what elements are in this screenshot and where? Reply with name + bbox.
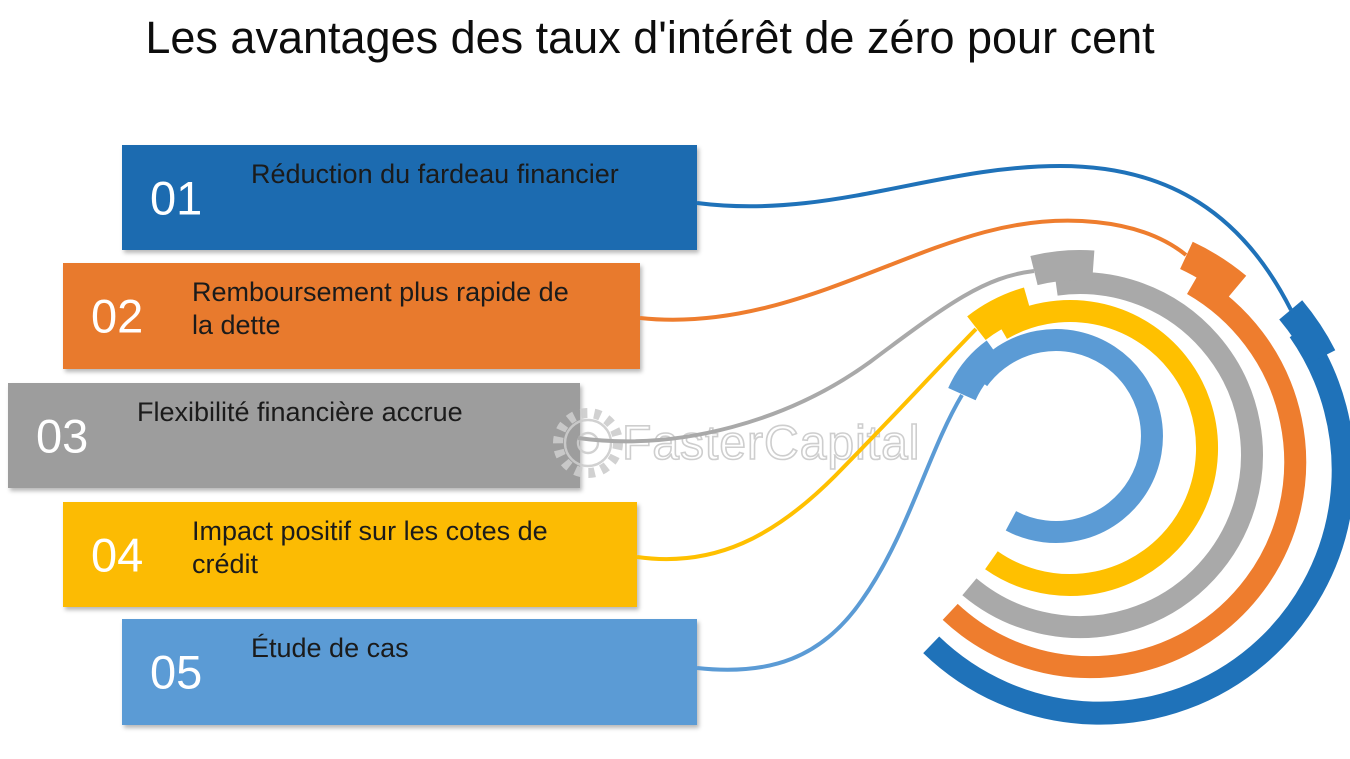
step-bar-01: 01 Réduction du fardeau financier xyxy=(122,145,697,250)
step-number-03: 03 xyxy=(36,409,89,462)
step-label-02: Remboursement plus rapide de la dette xyxy=(192,277,569,340)
connector-line-05 xyxy=(696,393,964,672)
step-label-05: Étude de cas xyxy=(251,633,409,663)
step-label-04: Impact positif sur les cotes de crédit xyxy=(192,516,548,579)
connector-line-04 xyxy=(636,327,978,562)
connector-line-02 xyxy=(639,218,1188,322)
ring-arc-04 xyxy=(985,300,1219,596)
step-bar-04: 04 Impact positif sur les cotes de crédi… xyxy=(63,502,637,607)
ring-arc-03 xyxy=(962,272,1263,639)
watermark-gear-icon xyxy=(553,408,623,478)
step-number-02: 02 xyxy=(91,289,144,343)
ring-cap-02 xyxy=(1179,241,1247,300)
ring-cap-03 xyxy=(1030,250,1095,286)
step-label-03: Flexibilité financière accrue xyxy=(137,397,463,427)
ring-arc-01 xyxy=(923,324,1350,725)
step-bar-02: 02 Remboursement plus rapide de la dette xyxy=(63,263,640,369)
step-bar-03: 03 Flexibilité financière accrue xyxy=(8,383,580,488)
step-bar-05: 05 Étude de cas xyxy=(122,619,697,725)
ring-cap-01 xyxy=(1279,300,1336,365)
connector-line-01 xyxy=(696,163,1293,311)
watermark-text: FasterCapital xyxy=(622,417,920,470)
watermark: FasterCapital xyxy=(553,408,920,478)
step-number-01: 01 xyxy=(150,171,203,224)
step-number-05: 05 xyxy=(150,645,203,699)
page-title: Les avantages des taux d'intérêt de zéro… xyxy=(145,12,1155,63)
step-label-01: Réduction du fardeau financier xyxy=(251,159,619,189)
ring-cap-04 xyxy=(967,287,1033,341)
ring-arc-05 xyxy=(969,329,1163,544)
watermark-gear-icon xyxy=(576,431,600,455)
ring-cap-05 xyxy=(948,340,1005,401)
step-number-04: 04 xyxy=(91,528,144,581)
ring-arc-02 xyxy=(942,274,1307,679)
watermark-gear-icon xyxy=(563,418,613,468)
connector-line-03 xyxy=(577,269,1035,444)
